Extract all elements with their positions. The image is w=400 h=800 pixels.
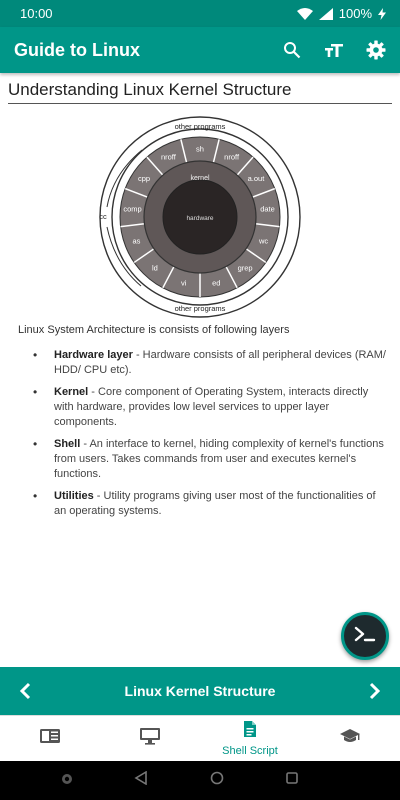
chapter-title: Linux Kernel Structure [124,683,276,699]
linux-architecture-diagram: other programs other programs cc kernel … [99,116,301,318]
label-other-programs-top: other programs [175,122,226,131]
ring-label: grep [238,263,253,272]
ring-divider [124,187,148,198]
ring-label: as [132,237,140,246]
monitor-icon [139,727,161,750]
label-kernel: kernel [190,175,210,182]
layer-name: Utilities [54,490,94,502]
back-icon[interactable] [134,770,148,790]
terminal-fab-button[interactable] [341,612,389,660]
layer-desc: - Utility programs giving user most of t… [54,490,376,517]
terminal-icon [354,626,376,647]
search-icon[interactable] [282,40,302,60]
layer-name: Hardware layer [54,349,133,361]
app-title: Guide to Linux [14,39,140,60]
title-divider [8,103,392,104]
label-cc: cc [99,212,107,221]
content-area[interactable]: Understanding Linux Kernel Structure oth… [0,73,400,667]
ring-label: sh [196,145,204,154]
list-item-shell: Shell - An interface to kernel, hiding c… [33,437,390,482]
signal-icon [318,7,333,20]
recents-icon[interactable] [285,771,299,790]
book-icon [39,728,61,749]
chevron-right-icon[interactable] [364,680,386,702]
text-size-icon[interactable] [324,40,344,60]
chevron-left-icon[interactable] [14,680,36,702]
home-icon[interactable] [210,771,224,790]
layer-name: Kernel [54,386,89,398]
ring-divider [225,266,238,289]
ring-label: nroff [224,152,240,161]
graduation-cap-icon [339,728,361,749]
battery-charging-icon [378,7,386,20]
status-time: 10:00 [20,6,53,21]
label-other-programs-bottom: other programs [175,304,226,313]
document-icon [243,720,257,743]
layer-desc: - Hardware consists of all peripheral de… [54,349,386,376]
ring-divider [255,223,280,228]
ring-label: comp [123,204,141,213]
page-title: Understanding Linux Kernel Structure [8,80,292,99]
nav-item-shell-script[interactable]: Shell Script [200,716,300,761]
wifi-icon [296,7,313,20]
ring-label: date [260,204,275,213]
ring-label: ld [152,263,158,272]
ring-label: vi [181,279,187,288]
ring-label: a.out [248,174,266,183]
ring-divider [236,156,254,176]
list-item-kernel: Kernel - Core component of Operating Sys… [33,385,390,430]
ring-label: wc [258,237,268,246]
status-bar: 10:00 100% [0,0,400,27]
ring-divider [133,248,155,264]
system-nav-bar [0,761,400,800]
ring-divider [162,266,175,289]
ring-divider [180,139,188,163]
nav-label-shell-script: Shell Script [222,745,278,757]
ring-label: nroff [161,152,177,161]
nav-item-learn[interactable] [300,716,400,761]
ring-divider [252,187,276,198]
ring-divider [120,223,145,228]
ring-label: ed [212,279,220,288]
settings-icon[interactable] [366,40,386,60]
nav-item-monitor[interactable] [100,716,200,761]
layer-desc: - Core component of Operating System, in… [54,386,369,428]
battery-text: 100% [338,6,372,21]
intro-text: Linux System Architecture is consists of… [18,324,290,336]
app-bar: Guide to Linux [0,27,400,73]
layer-desc: - An interface to kernel, hiding complex… [54,438,384,480]
layers-list: Hardware layer - Hardware consists of al… [0,336,400,519]
chapter-nav-bar: Linux Kernel Structure [0,667,400,715]
label-hardware: hardware [186,215,213,222]
layer-name: Shell [54,438,81,450]
ring-divider [245,248,267,264]
ring-label: cpp [138,174,150,183]
nav-item-book[interactable] [0,716,100,761]
status-icons: 100% [296,6,386,21]
ring-divider [212,139,220,163]
ring-divider [146,156,164,176]
list-item-hardware: Hardware layer - Hardware consists of al… [33,348,390,378]
list-item-utilities: Utilities - Utility programs giving user… [33,489,390,519]
bottom-navigation: Shell Script [0,715,400,761]
assistant-icon[interactable] [61,772,73,790]
